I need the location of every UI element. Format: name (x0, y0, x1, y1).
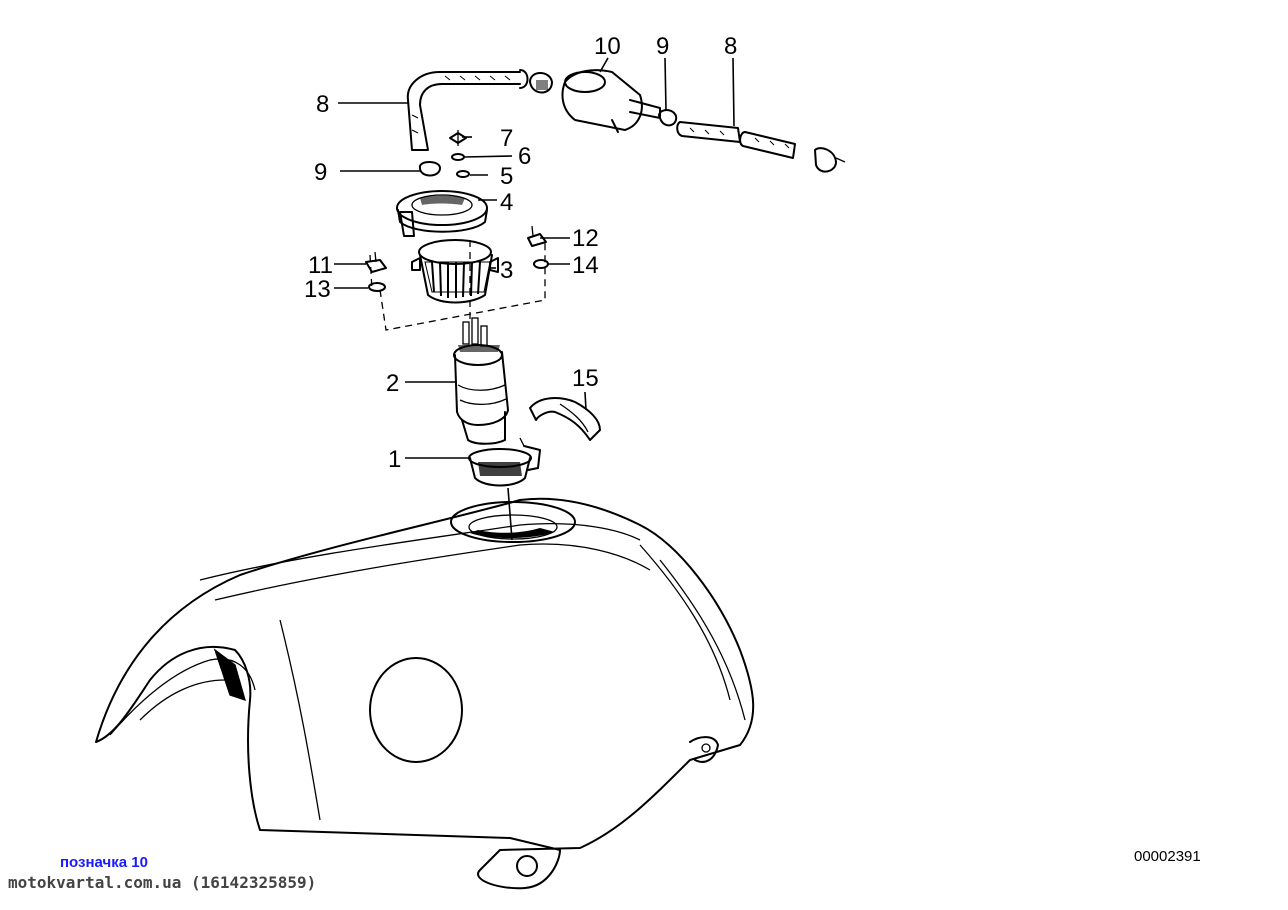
callout-3: 3 (500, 257, 513, 284)
watermark-text: motokvartal.com.ua (16142325859) (8, 873, 317, 892)
callout-2: 2 (386, 370, 399, 397)
part-4-flange (396, 190, 488, 237)
callout-1: 1 (388, 446, 401, 473)
callout-6: 6 (518, 143, 531, 170)
part-fitting-right (814, 147, 846, 173)
part-3-strainer (411, 239, 499, 304)
callout-12: 12 (572, 225, 599, 252)
part-6-washer (451, 153, 465, 161)
callout-10: 10 (594, 33, 621, 60)
diagram-id-code: 00002391 (1134, 848, 1201, 865)
callout-4: 4 (500, 189, 513, 216)
assembly-dashed-line (379, 240, 546, 331)
callout-7: 7 (500, 125, 513, 152)
part-9-clamp-left (529, 72, 553, 94)
callout-8-top: 8 (724, 33, 737, 60)
callout-15: 15 (572, 365, 599, 392)
leader-lines (334, 57, 735, 459)
callout-labels: 10 9 8 8 7 6 9 5 4 12 11 3 14 13 2 15 1 (304, 33, 737, 473)
callout-9-top: 9 (656, 33, 669, 60)
callout-5: 5 (500, 163, 513, 190)
callout-13: 13 (304, 276, 331, 303)
note-label: позначка 10 (60, 854, 148, 871)
part-5-seal (456, 170, 470, 178)
callout-8-left: 8 (316, 91, 329, 118)
part-14-washer (533, 259, 549, 269)
part-2-fuel-pump (453, 317, 509, 445)
callout-9-left: 9 (314, 159, 327, 186)
part-7-clip (449, 130, 467, 146)
part-13-washer (368, 282, 386, 292)
part-9-clamp-upper (419, 161, 441, 177)
callout-14: 14 (572, 252, 599, 279)
part-8-hose-right (676, 121, 796, 159)
callout-11: 11 (308, 252, 333, 279)
part-10-fuel-filter (561, 69, 661, 133)
part-1-mounting-ring (468, 437, 541, 541)
part-15-return-hose (529, 397, 601, 441)
part-8-hose-upper-left (406, 69, 529, 151)
part-11-nut (365, 251, 387, 273)
fuel-tank (95, 497, 755, 890)
part-12-nut (527, 225, 547, 247)
part-9-clamp-right (658, 109, 678, 127)
